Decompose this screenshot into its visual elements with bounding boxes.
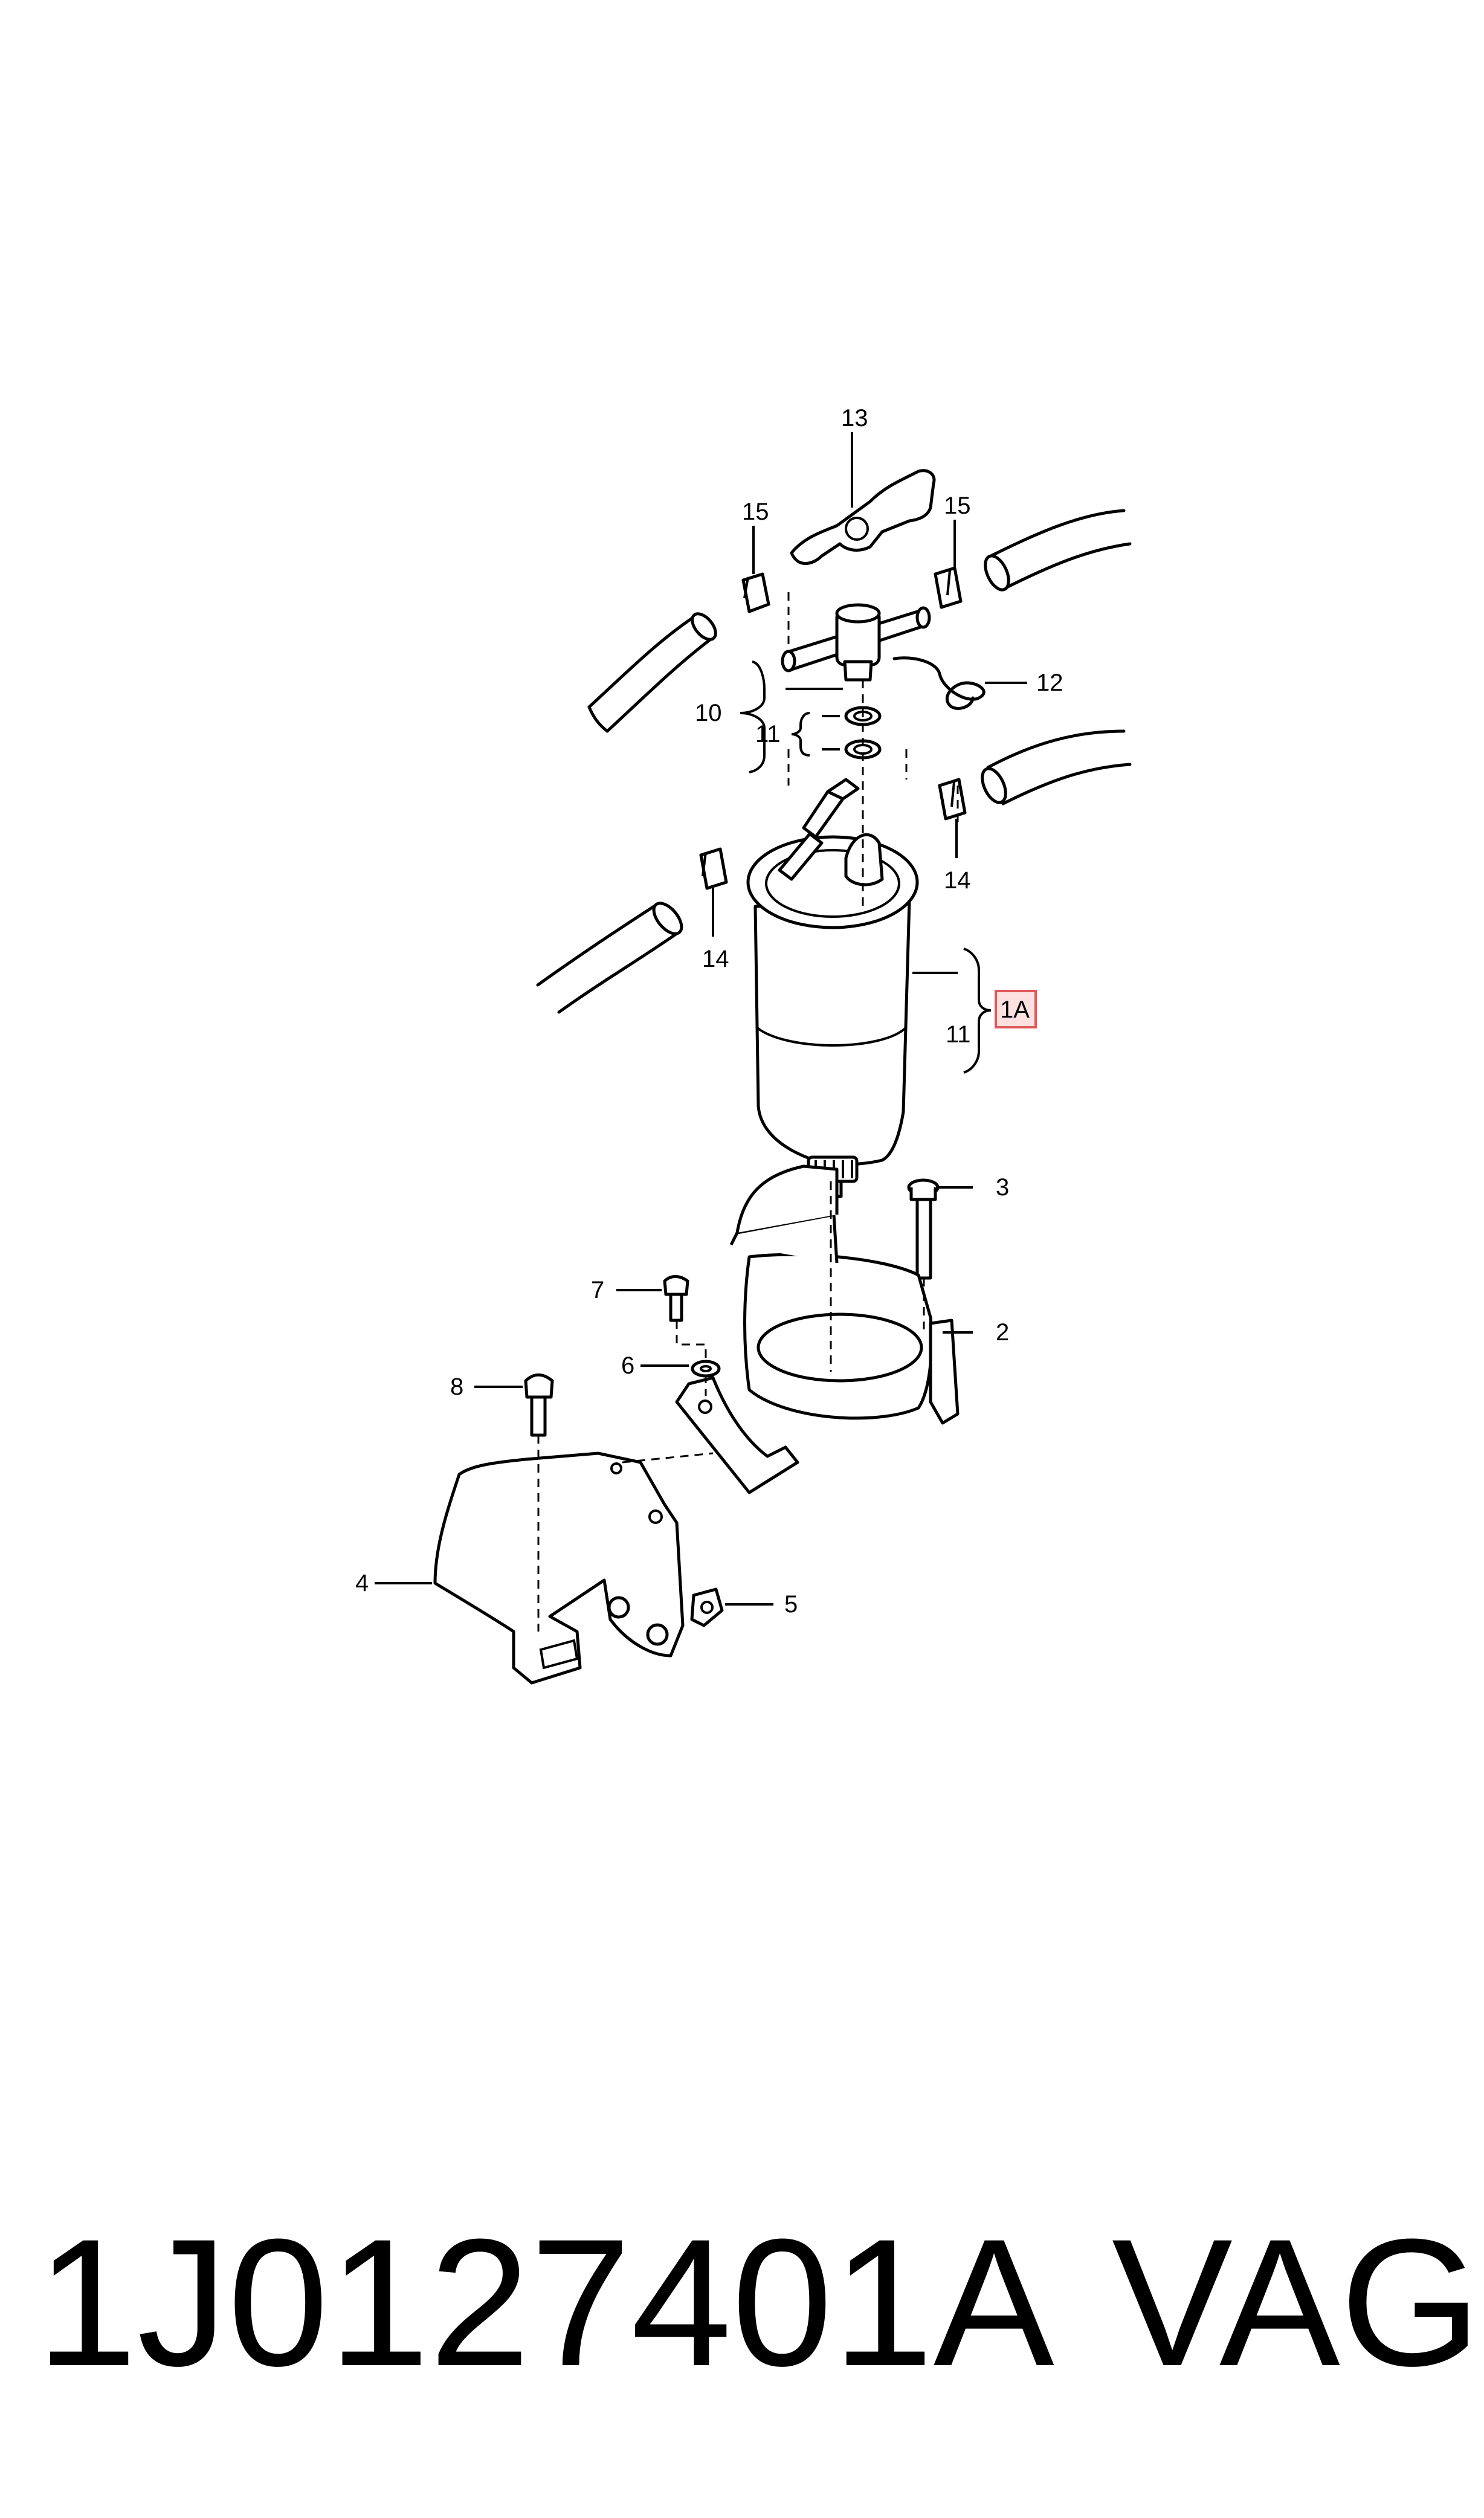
- fuel-filter-1A: [746, 778, 919, 1198]
- t-fitting-10: [781, 603, 931, 682]
- callout-4: 4: [355, 1570, 369, 1596]
- highlight-box-1A: [995, 990, 1037, 1028]
- assembly-lines: [537, 592, 959, 1632]
- callout-12: 12: [1036, 670, 1063, 696]
- screw-3: [907, 1178, 940, 1280]
- callout-6: 6: [621, 1352, 634, 1379]
- callout-labels: 13 15 15 12 10 11 14 14 1A 11 3 7 2 6 8 …: [355, 405, 1063, 1618]
- clamp-15-left: [741, 572, 770, 613]
- part-number-text: 1J0127401A: [36, 2201, 1054, 2404]
- wire-clip-12: [892, 656, 986, 710]
- brand-text: VAG: [1112, 2201, 1482, 2404]
- clamp-15-right: [934, 566, 963, 609]
- callout-11-lower: 11: [946, 1021, 971, 1048]
- callout-3: 3: [996, 1174, 1009, 1201]
- hose-middle-right: [981, 729, 1132, 805]
- callout-5: 5: [784, 1591, 798, 1618]
- callout-8: 8: [450, 1374, 463, 1400]
- nut-5: [690, 1587, 724, 1627]
- bolt-7: [663, 1275, 689, 1322]
- callout-1A: 1A: [1000, 996, 1030, 1023]
- washer-6: [691, 1360, 721, 1378]
- filter-holder-2: [675, 1164, 960, 1494]
- connector-plug-13: [790, 469, 936, 565]
- callout-leaders: [375, 432, 1027, 1606]
- bolt-8: [524, 1373, 554, 1437]
- clamp-14-left: [699, 847, 728, 890]
- callout-11-upper: 11: [755, 721, 781, 747]
- callout-2: 2: [996, 1319, 1009, 1346]
- callout-15-left: 15: [742, 499, 769, 525]
- hose-lower-left: [536, 902, 683, 1014]
- hose-upper-right: [984, 509, 1132, 592]
- callout-10: 10: [695, 700, 722, 726]
- hose-upper-left: [587, 612, 717, 733]
- callout-7: 7: [591, 1277, 604, 1303]
- callout-14-right: 14: [944, 867, 971, 894]
- callout-14-left: 14: [702, 946, 729, 972]
- callout-13: 13: [841, 405, 868, 431]
- mounting-bracket-4: [433, 1451, 685, 1685]
- callout-15-right: 15: [944, 492, 971, 519]
- clamp-14-right: [938, 778, 967, 821]
